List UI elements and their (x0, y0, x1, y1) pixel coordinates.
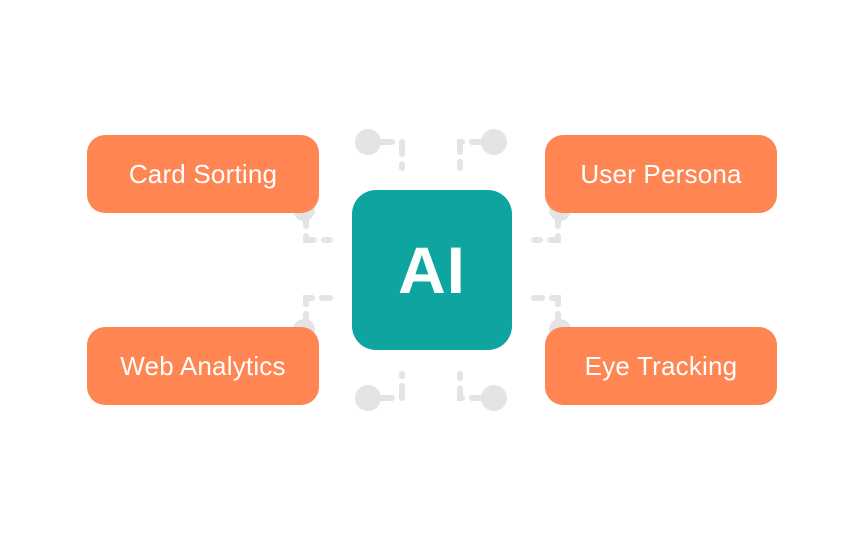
ai-label: AI (398, 233, 466, 307)
connector-node-dot (481, 385, 507, 411)
connector-top-left (377, 139, 405, 171)
connector-node-dot (355, 129, 381, 155)
node-label: User Persona (580, 158, 742, 189)
connector-node-dot (355, 385, 381, 411)
connector-left-lower (303, 295, 333, 329)
connector-bottom-right (457, 371, 487, 401)
node-label: Eye Tracking (584, 350, 738, 381)
connector-bottom-left (377, 371, 405, 401)
connector-node-dot (481, 129, 507, 155)
node-web-analytics: Web Analytics (87, 327, 319, 405)
node-label: Web Analytics (120, 350, 286, 381)
node-label: Card Sorting (128, 158, 278, 189)
node-user-persona: User Persona (545, 135, 777, 213)
node-card-sorting: Card Sorting (87, 135, 319, 213)
connector-top-right (457, 139, 487, 171)
connector-left-upper (303, 211, 333, 243)
node-eye-tracking: Eye Tracking (545, 327, 777, 405)
ai-center-chip: AI (352, 190, 512, 350)
connector-right-lower (531, 295, 561, 329)
connector-right-upper (531, 211, 561, 243)
